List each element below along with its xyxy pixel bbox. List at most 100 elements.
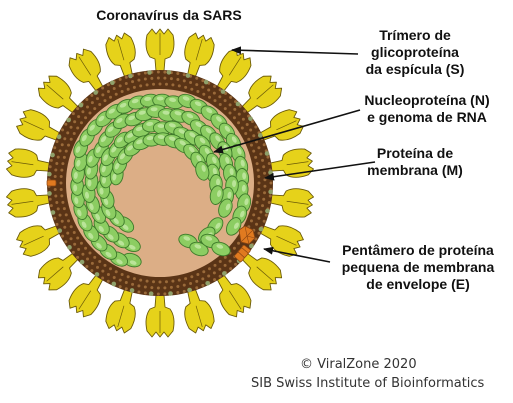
membrane-m-protein (268, 170, 273, 175)
membrane-lipid-dot (254, 125, 258, 129)
membrane-lipid-dot (212, 271, 216, 275)
membrane-m-protein (78, 102, 84, 108)
membrane-lipid-dot (64, 149, 68, 153)
membrane-lipid-dot (156, 70, 160, 74)
spike-trimer (184, 32, 215, 78)
spike-trimer (269, 188, 315, 218)
membrane-lipid-dot (252, 134, 256, 138)
membrane-lipid-dot (66, 131, 70, 135)
membrane-lipid-dot (66, 231, 70, 235)
spike-trimer (16, 225, 61, 257)
membrane-lipid-dot (259, 152, 263, 156)
membrane-lipid-dot (55, 162, 59, 166)
membrane-lipid-dot (255, 162, 259, 166)
membrane-lipid-dot (228, 111, 232, 115)
membrane-lipid-dot (262, 165, 266, 169)
membrane-lipid-dot (163, 70, 167, 74)
membrane-lipid-dot (67, 219, 71, 223)
membrane-m-protein (57, 228, 63, 233)
membrane-lipid-dot (118, 77, 122, 81)
membrane-m-protein (111, 281, 117, 287)
membrane-lipid-dot (69, 225, 73, 229)
membrane-lipid-dot (156, 286, 160, 290)
membrane-m-protein (187, 287, 192, 293)
membrane-lipid-dot (137, 284, 141, 288)
membrane-lipid-dot (79, 121, 83, 125)
membrane-lipid-dot (262, 197, 266, 201)
spike-trimer (5, 148, 51, 178)
membrane-lipid-dot (169, 285, 173, 289)
label-nucleoprotein-line-2: e genoma de RNA (367, 109, 487, 125)
membrane-lipid-dot (59, 175, 63, 179)
membrane-lipid-dot (255, 140, 259, 144)
membrane-lipid-dot (88, 111, 92, 115)
membrane-lipid-dot (103, 263, 107, 267)
membrane-lipid-dot (143, 291, 147, 295)
membrane-m-protein (128, 73, 133, 79)
membrane-lipid-dot (49, 204, 53, 208)
membrane-lipid-dot (156, 76, 160, 80)
label-spike-line-1: Trímero de (379, 27, 451, 43)
membrane-lipid-dot (61, 234, 65, 238)
membrane-lipid-dot (261, 158, 265, 162)
membrane-lipid-dot (143, 77, 147, 81)
membrane-lipid-dot (106, 90, 110, 94)
membrane-lipid-dot (184, 277, 188, 281)
membrane-lipid-dot (213, 278, 217, 282)
membrane-lipid-dot (126, 87, 130, 91)
membrane-lipid-dot (256, 168, 260, 172)
arrow-envelope (263, 246, 331, 263)
membrane-lipid-dot (196, 272, 200, 276)
spike-trimer (216, 48, 252, 92)
membrane-lipid-dot (263, 171, 267, 175)
spike-glycoprotein-layer (5, 28, 315, 338)
membrane-lipid-dot (55, 200, 59, 204)
label-nucleoprotein-line-1: Nucleoproteína (N) (364, 92, 490, 108)
membrane-lipid-dot (171, 83, 175, 87)
membrane-lipid-dot (60, 143, 64, 147)
spike-trimer (216, 274, 252, 318)
membrane-lipid-dot (257, 175, 261, 179)
membrane-lipid-dot (124, 280, 128, 284)
membrane-lipid-dot (90, 101, 94, 105)
membrane-lipid-dot (101, 93, 105, 97)
membrane-lipid-dot (250, 120, 254, 124)
label-envelope-line-2: pequena de membrana (341, 259, 495, 275)
membrane-lipid-dot (101, 276, 105, 280)
membrane-m-protein (220, 89, 226, 94)
membrane-lipid-dot (247, 137, 251, 141)
membrane-lipid-dot (176, 291, 180, 295)
membrane-lipid-dot (118, 278, 122, 282)
membrane-lipid-dot (255, 222, 259, 226)
membrane-lipid-dot (139, 278, 143, 282)
membrane-lipid-dot (101, 86, 105, 90)
membrane-m-protein (94, 272, 100, 277)
membrane-m-protein (268, 189, 273, 195)
membrane-lipid-dot (48, 197, 52, 201)
membrane-lipid-dot (241, 117, 245, 121)
arrow-spike (231, 46, 359, 55)
membrane-lipid-dot (48, 165, 52, 169)
spike-trimer (16, 109, 61, 141)
label-spike-line-3: da espícula (S) (365, 61, 465, 77)
membrane-lipid-dot (112, 86, 116, 90)
membrane-lipid-dot (86, 257, 90, 261)
membrane-lipid-dot (150, 76, 154, 80)
membrane-lipid-dot (218, 102, 222, 106)
membrane-lipid-dot (63, 137, 67, 141)
membrane-lipid-dot (71, 250, 75, 254)
membrane-lipid-dot (208, 267, 211, 271)
spike-trimer (68, 274, 104, 318)
membrane-lipid-dot (163, 292, 167, 296)
membrane-lipid-dot (252, 213, 256, 217)
membrane-lipid-dot (190, 87, 194, 91)
membrane-lipid-dot (145, 83, 149, 87)
membrane-lipid-dot (132, 85, 136, 89)
membrane-lipid-dot (73, 120, 77, 124)
membrane-lipid-dot (176, 71, 180, 75)
membrane-lipid-dot (59, 181, 63, 185)
membrane-lipid-dot (109, 95, 112, 99)
credit-institution: SIB Swiss Institute of Bioinformatics (251, 376, 485, 391)
membrane-lipid-dot (268, 194, 272, 198)
membrane-lipid-dot (228, 103, 232, 107)
